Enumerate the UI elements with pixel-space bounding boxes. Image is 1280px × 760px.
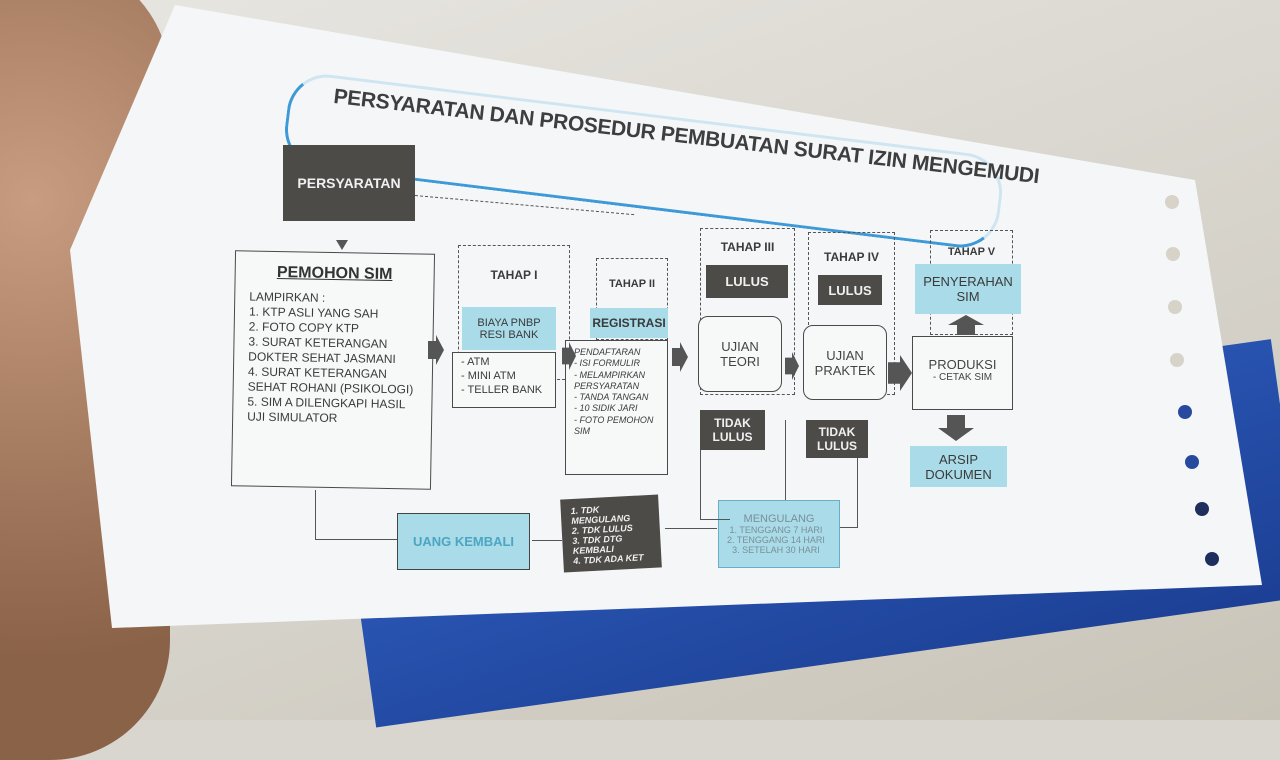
connector-fail3-to-repeat bbox=[700, 450, 730, 520]
list-item: - 10 SIDIK JARI bbox=[574, 403, 638, 414]
arrow-right-icon bbox=[672, 342, 688, 372]
connector-conditions-to-refund bbox=[532, 540, 562, 541]
practical-exam-label: UJIAN PRAKTEK bbox=[814, 347, 876, 378]
punch-hole bbox=[1195, 502, 1209, 516]
punch-hole bbox=[1178, 405, 1192, 419]
production-label: PRODUKSI bbox=[928, 357, 997, 372]
stage5-label: TAHAP V bbox=[947, 246, 996, 258]
list-item: - MELAMPIRKAN PERSYARATAN bbox=[574, 369, 646, 391]
arrow-right-icon bbox=[562, 342, 576, 370]
arrow-up-icon bbox=[948, 315, 984, 335]
stage3-frame bbox=[700, 228, 795, 395]
connector-repeat-to-conditions bbox=[665, 528, 717, 529]
list-item: 2. TENGGANG 14 HARI bbox=[727, 535, 825, 545]
production-box: PRODUKSI - CETAK SIM bbox=[912, 336, 1013, 410]
connector-repeat-up bbox=[785, 420, 786, 500]
list-item: - TELLER BANK bbox=[461, 383, 543, 396]
list-item: - MINI ATM bbox=[461, 369, 516, 382]
punch-hole bbox=[1185, 455, 1199, 469]
connector-fail4-to-repeat bbox=[840, 458, 858, 528]
stage4-label: TAHAP IV bbox=[824, 250, 879, 264]
punch-hole bbox=[1170, 353, 1184, 367]
stage2-frame bbox=[596, 258, 668, 340]
arrow-down-icon bbox=[336, 240, 348, 250]
stage1-list: - ATM- MINI ATM- TELLER BANK bbox=[461, 356, 547, 397]
list-item: 1. TENGGANG 7 HARI bbox=[729, 525, 823, 535]
theory-exam-label: UJIAN TEORI bbox=[720, 339, 760, 369]
production-sub: - CETAK SIM bbox=[932, 372, 993, 383]
punch-hole bbox=[1205, 552, 1219, 566]
sim-handover-box: PENYERAHAN SIM bbox=[915, 264, 1021, 314]
list-item: PENDAFTARAN bbox=[574, 347, 641, 357]
list-item: 3. SETELAH 30 HARI bbox=[732, 545, 820, 555]
stage2-list: PENDAFTARAN- ISI FORMULIR- MELAMPIRKAN P… bbox=[574, 347, 659, 437]
stage2-list-box: PENDAFTARAN- ISI FORMULIR- MELAMPIRKAN P… bbox=[565, 340, 668, 475]
arrow-right-icon bbox=[428, 335, 444, 365]
list-item: 5. SIM A DILENGKAPI HASIL UJI SIMULATOR bbox=[247, 394, 406, 426]
stage1-list-box: - ATM- MINI ATM- TELLER BANK bbox=[452, 352, 556, 408]
stage2-registration-box: REGISTRASI bbox=[590, 308, 668, 338]
archive-box: ARSIP DOKUMEN bbox=[910, 446, 1007, 487]
arrow-right-icon bbox=[785, 352, 799, 380]
list-item: - FOTO PEMOHON SIM bbox=[574, 414, 654, 436]
connector-refund-to-applicant bbox=[315, 490, 397, 540]
theory-exam-box: UJIAN TEORI bbox=[698, 316, 782, 392]
repeat-heading: MENGULANG bbox=[743, 513, 815, 525]
punch-hole bbox=[1166, 247, 1180, 261]
practical-exam-box: UJIAN PRAKTEK bbox=[803, 325, 887, 400]
applicant-heading: PEMOHON SIM bbox=[276, 264, 393, 284]
list-item: - ATM bbox=[461, 356, 490, 368]
list-item: 3. SURAT KETERANGAN DOKTER SEHAT JASMANI bbox=[248, 334, 396, 367]
list-item: - ISI FORMULIR bbox=[574, 358, 641, 369]
refund-box: UANG KEMBALI bbox=[397, 513, 530, 570]
stage1-label: TAHAP I bbox=[490, 268, 538, 282]
punch-hole bbox=[1165, 195, 1179, 209]
list-item: 4. SURAT KETERANGAN SEHAT ROHANI (PSIKOL… bbox=[247, 364, 414, 397]
stage3-label: TAHAP III bbox=[720, 240, 775, 254]
applicant-box: PEMOHON SIM LAMPIRKAN : 1. KTP ASLI YANG… bbox=[230, 250, 436, 490]
list-item: - TANDA TANGAN bbox=[574, 392, 649, 402]
punch-hole bbox=[1168, 300, 1182, 314]
requirements-box: PERSYARATAN bbox=[283, 145, 415, 221]
stage3-pass-box: LULUS bbox=[706, 265, 788, 298]
stage3-fail-box: TIDAK LULUS bbox=[700, 410, 765, 450]
stage4-fail-box: TIDAK LULUS bbox=[806, 420, 868, 458]
stage2-label: TAHAP II bbox=[608, 278, 656, 290]
stage1-payment-box: BIAYA PNBP RESI BANK bbox=[462, 307, 556, 350]
stage4-pass-box: LULUS bbox=[818, 275, 882, 305]
